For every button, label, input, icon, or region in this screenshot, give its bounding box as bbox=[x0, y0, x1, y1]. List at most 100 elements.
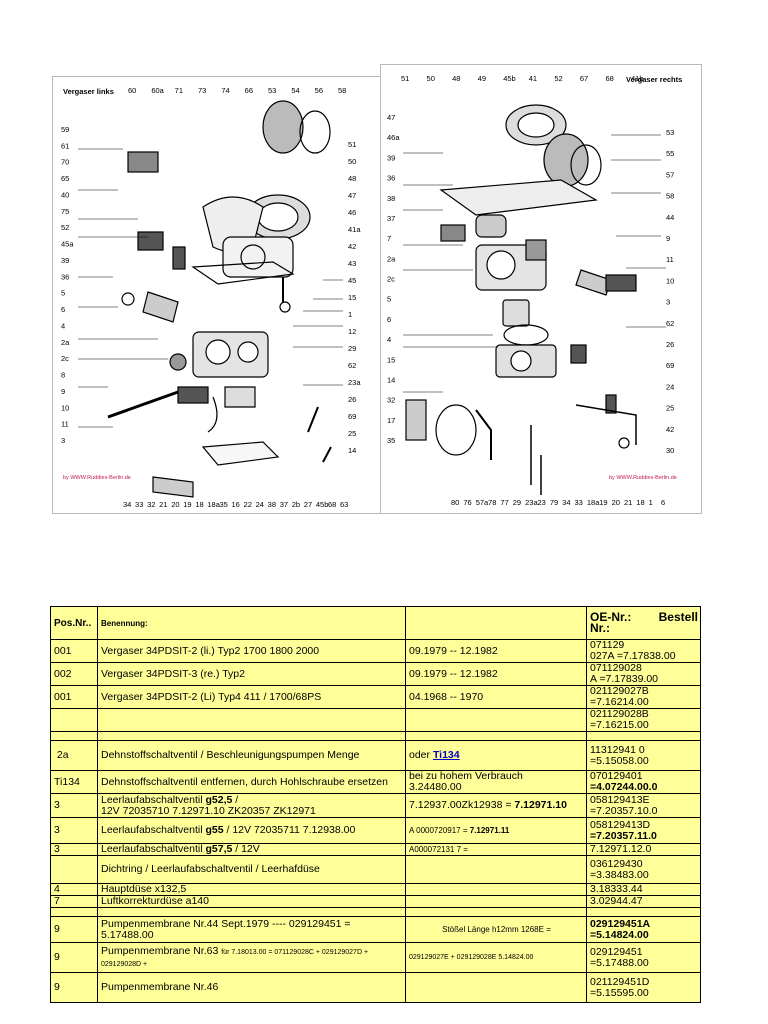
ti134-link[interactable]: Ti134 bbox=[432, 749, 460, 761]
oe-line: A =7.17839.00 bbox=[590, 673, 659, 685]
part-callout: 45a bbox=[61, 240, 74, 249]
table-row: 001 Vergaser 34PDSIT-2 (Li) Typ4 411 / 1… bbox=[50, 685, 701, 709]
cell-oe: 029129451A=5.14824.00 bbox=[586, 916, 701, 943]
part-callout: 19 bbox=[599, 498, 607, 507]
oe-line: 058129413E bbox=[590, 793, 650, 806]
table-row: 001 Vergaser 34PDSIT-2 (li.) Typ2 1700 1… bbox=[50, 639, 701, 663]
part-callout: 69 bbox=[348, 412, 356, 421]
part-callout: 20 bbox=[171, 500, 179, 509]
cell-desc: Leerlaufabschaltventil g55 / 12V 7203571… bbox=[97, 817, 406, 844]
part-callout: 26 bbox=[666, 340, 674, 349]
part-callout: 14 bbox=[348, 446, 356, 455]
header-benennung: Benennung: bbox=[97, 606, 406, 640]
cell-pos-text: 2a bbox=[56, 749, 69, 761]
desc-text: Leerlaufabschaltventil bbox=[101, 793, 206, 806]
cell-spec: 09.1979 -- 12.1982 bbox=[405, 639, 587, 663]
cell-desc: Pumpenmembrane Nr.63 für 7.18013.00 = 07… bbox=[97, 942, 406, 973]
cell-oe: 3.02944.47 bbox=[586, 895, 701, 908]
part-callout: 74 bbox=[221, 86, 229, 95]
table-row: 3 Leerlaufabschaltventil g52,5 / 12V 720… bbox=[50, 793, 701, 818]
table-row: Dichtring / Leerlaufabschaltventil / Lee… bbox=[50, 855, 701, 884]
part-callout: 51 bbox=[401, 74, 409, 83]
part-callout: 51 bbox=[348, 140, 356, 149]
part-callout: 24 bbox=[666, 382, 674, 391]
spec-line: bei zu hohem Verbrauch bbox=[409, 770, 523, 782]
spec-bold: 7.12971.11 bbox=[469, 826, 510, 835]
part-callout: 53 bbox=[666, 128, 674, 137]
part-callout: 57 bbox=[666, 170, 674, 179]
part-callout: 48 bbox=[348, 174, 356, 183]
part-callout: 6 bbox=[661, 498, 665, 507]
part-callout: 22 bbox=[244, 500, 252, 509]
cell-oe: 029129451=5.17488.00 bbox=[586, 942, 701, 973]
part-callout: 60a bbox=[151, 86, 164, 95]
part-callout: 23a bbox=[348, 378, 361, 387]
part-callout: 35 bbox=[387, 436, 395, 445]
cell-desc: Pumpenmembrane Nr.46 bbox=[97, 972, 406, 1003]
spec-bold: 7.12971.10 bbox=[514, 799, 567, 811]
cell-pos: 3 bbox=[50, 793, 98, 818]
part-callout: 1 bbox=[348, 310, 352, 319]
oe-line: =5.17488.00 bbox=[590, 956, 649, 969]
cell-pos: 4 bbox=[50, 883, 98, 896]
oe-line: =5.15058.00 bbox=[590, 754, 649, 767]
cell-oe: 021129027B=7.16214.00 bbox=[586, 685, 701, 709]
part-callout: 57a bbox=[476, 498, 489, 507]
cell-pos: 9 bbox=[50, 972, 98, 1003]
part-callout: 65 bbox=[61, 174, 69, 183]
part-callout: 29 bbox=[513, 498, 521, 507]
oe-line: 11312941 0 bbox=[590, 743, 645, 756]
cell-oe: 11312941 0=5.15058.00 bbox=[586, 740, 701, 771]
part-callout: 3 bbox=[61, 436, 65, 445]
part-callout: 37 bbox=[387, 214, 395, 223]
cell-spec bbox=[405, 708, 587, 732]
header-oe-label: OE-Nr.: bbox=[590, 610, 632, 624]
cell-pos: 2a bbox=[50, 740, 98, 771]
oe-line: 070129401 bbox=[590, 770, 643, 782]
part-callout: 21 bbox=[624, 498, 632, 507]
cell-desc: Leerlaufabschaltventil g52,5 / 12V 72035… bbox=[97, 793, 406, 818]
diagram-right-title: Vergaser rechts bbox=[626, 75, 683, 84]
part-callout: 20 bbox=[612, 498, 620, 507]
part-callout: 7 bbox=[387, 234, 391, 243]
part-callout: 26 bbox=[348, 395, 356, 404]
part-callout: 58 bbox=[338, 86, 346, 95]
spec-line: 3.24480.00 bbox=[409, 781, 462, 793]
part-callout: 69 bbox=[666, 361, 674, 370]
part-callout: 38 bbox=[268, 500, 276, 509]
part-callout: 25 bbox=[666, 404, 674, 413]
part-callout: 46 bbox=[348, 208, 356, 217]
part-callout: 62 bbox=[666, 319, 674, 328]
part-callout: 18a bbox=[587, 498, 600, 507]
cell-desc: Luftkorrekturdüse a140 bbox=[97, 895, 406, 908]
cell-pos: 9 bbox=[50, 942, 98, 973]
part-callout: 12 bbox=[348, 327, 356, 336]
part-callout: 18a bbox=[207, 500, 220, 509]
desc-text: 12V 72035710 7.12971.10 ZK20357 ZK12971 bbox=[101, 804, 316, 817]
oe-line: 027A =7.17838.00 bbox=[590, 650, 676, 662]
part-callout: 5 bbox=[61, 289, 65, 298]
table-row: 2a Dehnstoffschaltventil / Beschleunigun… bbox=[50, 740, 701, 771]
cell-spec bbox=[405, 883, 587, 896]
spec-text: 7.12937.00Zk12938 = bbox=[409, 799, 515, 811]
table-row: 7 Luftkorrekturdüse a140 3.02944.47 bbox=[50, 895, 701, 908]
part-callout: 66 bbox=[245, 86, 253, 95]
desc-text: / 12V 72035711 7.12938.00 bbox=[223, 824, 356, 836]
part-callout: 10 bbox=[666, 276, 674, 285]
desc-bold: g52,5 bbox=[205, 793, 233, 806]
table-header-row: Pos.Nr.. Benennung: OE-Nr.: Bestell Nr.: bbox=[50, 606, 701, 640]
part-callout: 34 bbox=[562, 498, 570, 507]
part-callout: 29 bbox=[348, 344, 356, 353]
oe-line: 036129430 bbox=[590, 857, 643, 870]
part-callout: 42 bbox=[666, 425, 674, 434]
header-pos: Pos.Nr.. bbox=[50, 606, 98, 640]
cell-oe: 070129401=4.07244.00.0 bbox=[586, 770, 701, 794]
part-callout: 80 bbox=[451, 498, 459, 507]
part-callout: 6 bbox=[61, 305, 65, 314]
oe-line: 029129451 bbox=[590, 945, 643, 958]
oe-line: 071129 bbox=[590, 639, 625, 651]
part-callout: 52 bbox=[554, 74, 562, 83]
